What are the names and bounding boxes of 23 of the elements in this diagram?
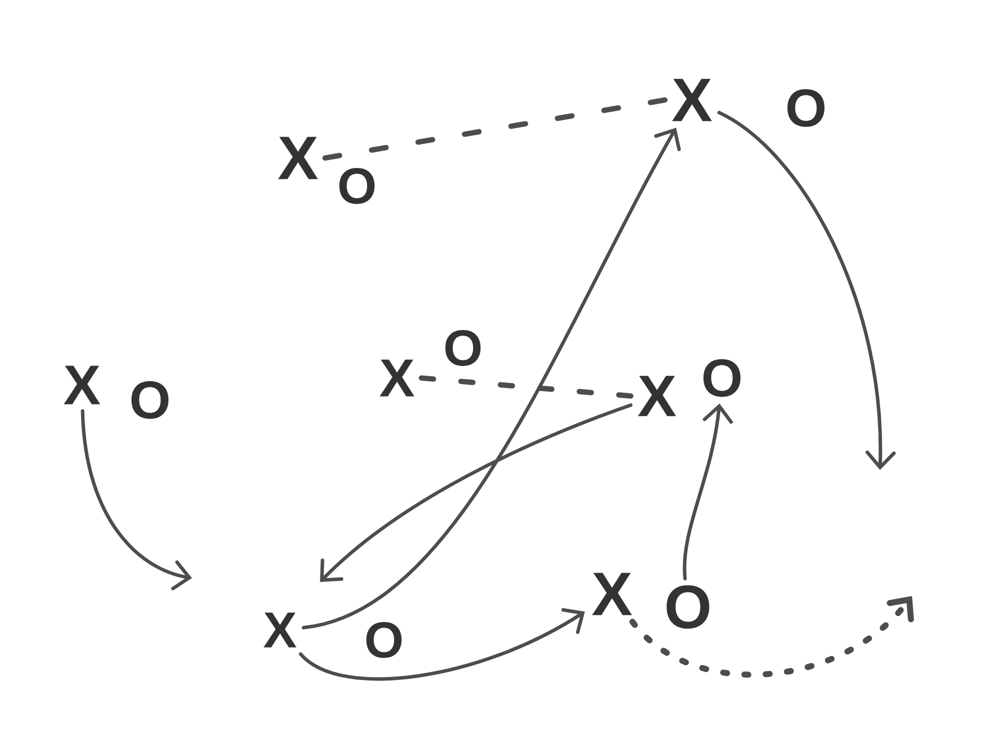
- dotted-arrow: [629, 596, 914, 678]
- o-mark: O: [131, 381, 168, 419]
- curved-arrow: [302, 128, 681, 630]
- x-mark: X: [264, 612, 296, 648]
- x-mark: X: [64, 366, 100, 404]
- o-mark: O: [666, 585, 710, 629]
- o-mark: O: [787, 89, 824, 127]
- x-mark: X: [638, 376, 676, 416]
- o-mark: O: [366, 622, 402, 658]
- arrow: [682, 404, 733, 580]
- o-mark: O: [445, 330, 481, 366]
- o-mark: O: [703, 359, 740, 397]
- x-mark: X: [592, 572, 632, 616]
- x-mark: X: [672, 78, 712, 122]
- curved-arrow: [80, 409, 192, 590]
- dashed-line: [418, 375, 634, 399]
- dashed-line: [322, 97, 668, 161]
- curved-arrow: [717, 110, 896, 470]
- arrow: [320, 403, 632, 582]
- o-mark: O: [339, 168, 375, 204]
- x-mark: X: [380, 360, 414, 396]
- curved-arrow: [298, 608, 585, 680]
- x-mark: X: [278, 136, 318, 180]
